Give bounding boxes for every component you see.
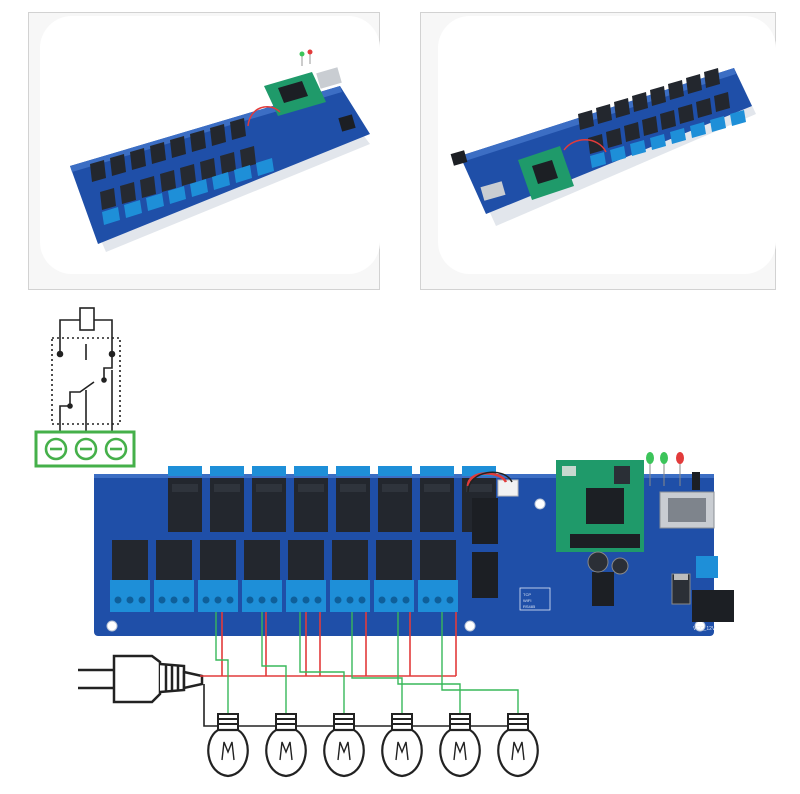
silk-label-1: TCP <box>523 592 531 597</box>
relay <box>156 540 192 580</box>
terminal-block <box>294 466 328 476</box>
photo-card-left <box>40 16 380 274</box>
lamp-wiring <box>200 612 520 727</box>
terminal-block <box>242 580 282 612</box>
terminal-block-symbol <box>34 430 136 468</box>
ic-chip <box>472 498 498 544</box>
terminal-block <box>110 580 150 612</box>
power-jack <box>692 590 734 622</box>
relay <box>200 540 236 580</box>
relay <box>288 540 324 580</box>
terminal-block <box>252 466 286 476</box>
status-leds <box>646 452 700 490</box>
terminal-block <box>420 466 454 476</box>
relay-symbol <box>51 307 121 432</box>
light-bulb-icon <box>439 713 481 778</box>
terminal-block <box>168 466 202 476</box>
power-label: VCC_12V <box>693 626 716 632</box>
terminal-block <box>286 580 326 612</box>
terminal-block <box>210 466 244 476</box>
relay <box>112 540 148 580</box>
relay <box>332 540 368 580</box>
relay <box>420 540 456 580</box>
pcb-board <box>70 86 370 244</box>
relay-board-photo-left <box>70 49 370 252</box>
top-terminal-blocks <box>168 466 496 476</box>
silk-label-3: RS485 <box>523 604 536 609</box>
relay-board-diagram: TCP WIFI RS485 <box>94 452 734 636</box>
relay <box>376 540 412 580</box>
light-bulb-icon <box>497 713 539 778</box>
photo-card-right <box>438 16 776 274</box>
light-bulb-icon <box>323 713 365 778</box>
relay <box>244 540 280 580</box>
terminal-block <box>378 466 412 476</box>
ac-plug <box>78 654 204 704</box>
terminal-block <box>198 580 238 612</box>
ic-chip <box>472 552 498 598</box>
terminal-block <box>462 466 496 476</box>
bottom-terminal-blocks <box>110 580 458 612</box>
terminal-block <box>336 466 370 476</box>
terminal-block <box>418 580 458 612</box>
terminal-block <box>154 580 194 612</box>
terminal-block <box>330 580 370 612</box>
silk-label-2: WIFI <box>523 598 531 603</box>
light-bulb-icon <box>381 713 423 778</box>
lamp-row <box>207 713 539 778</box>
light-bulb-icon <box>265 713 307 778</box>
light-bulb-icon <box>207 713 249 778</box>
ic-chip <box>592 572 614 606</box>
relay-board-photo-right <box>450 68 756 226</box>
terminal-block <box>374 580 414 612</box>
bottom-relay-row <box>112 540 456 580</box>
